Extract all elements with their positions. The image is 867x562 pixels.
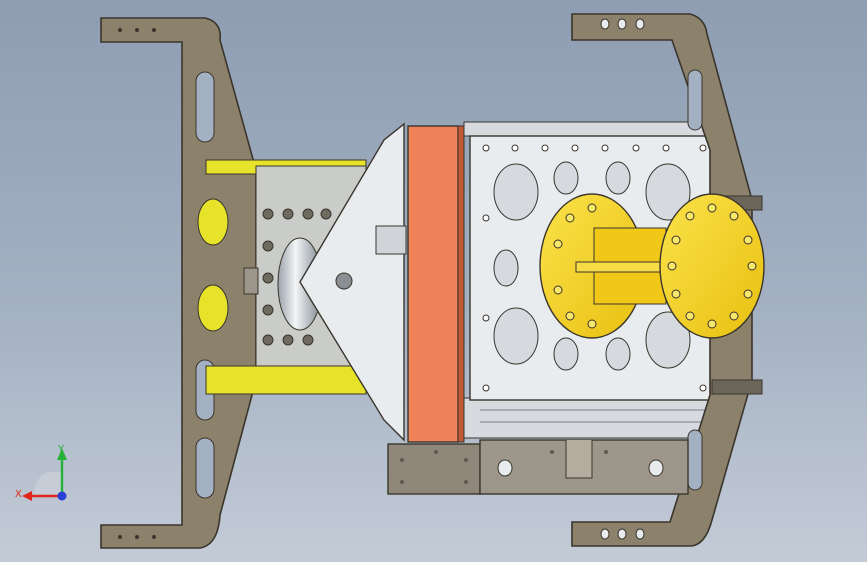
bottom-rail <box>463 397 711 439</box>
orange-plate[interactable] <box>407 125 459 443</box>
yellow-bar-bottom <box>205 365 367 395</box>
z-axis-dot <box>57 491 67 501</box>
axis-triad: Y X <box>15 444 67 501</box>
base-block[interactable] <box>387 439 689 495</box>
plate-pin <box>335 272 353 290</box>
plate-tab <box>375 225 407 255</box>
y-axis-label: Y <box>57 444 65 455</box>
yellow-coupling[interactable] <box>539 193 765 339</box>
x-axis-label: X <box>15 489 22 500</box>
left-bracket[interactable] <box>100 17 257 549</box>
top-rail <box>463 121 711 137</box>
